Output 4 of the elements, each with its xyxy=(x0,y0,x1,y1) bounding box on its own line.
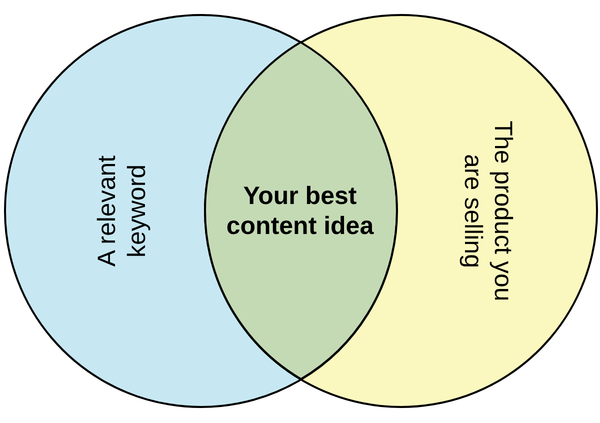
circle-label: A relevant keyword xyxy=(92,154,152,269)
circle-label: The product you are selling xyxy=(458,120,518,304)
overlap-region xyxy=(205,42,397,380)
overlap-label: Your best content idea xyxy=(225,180,375,241)
